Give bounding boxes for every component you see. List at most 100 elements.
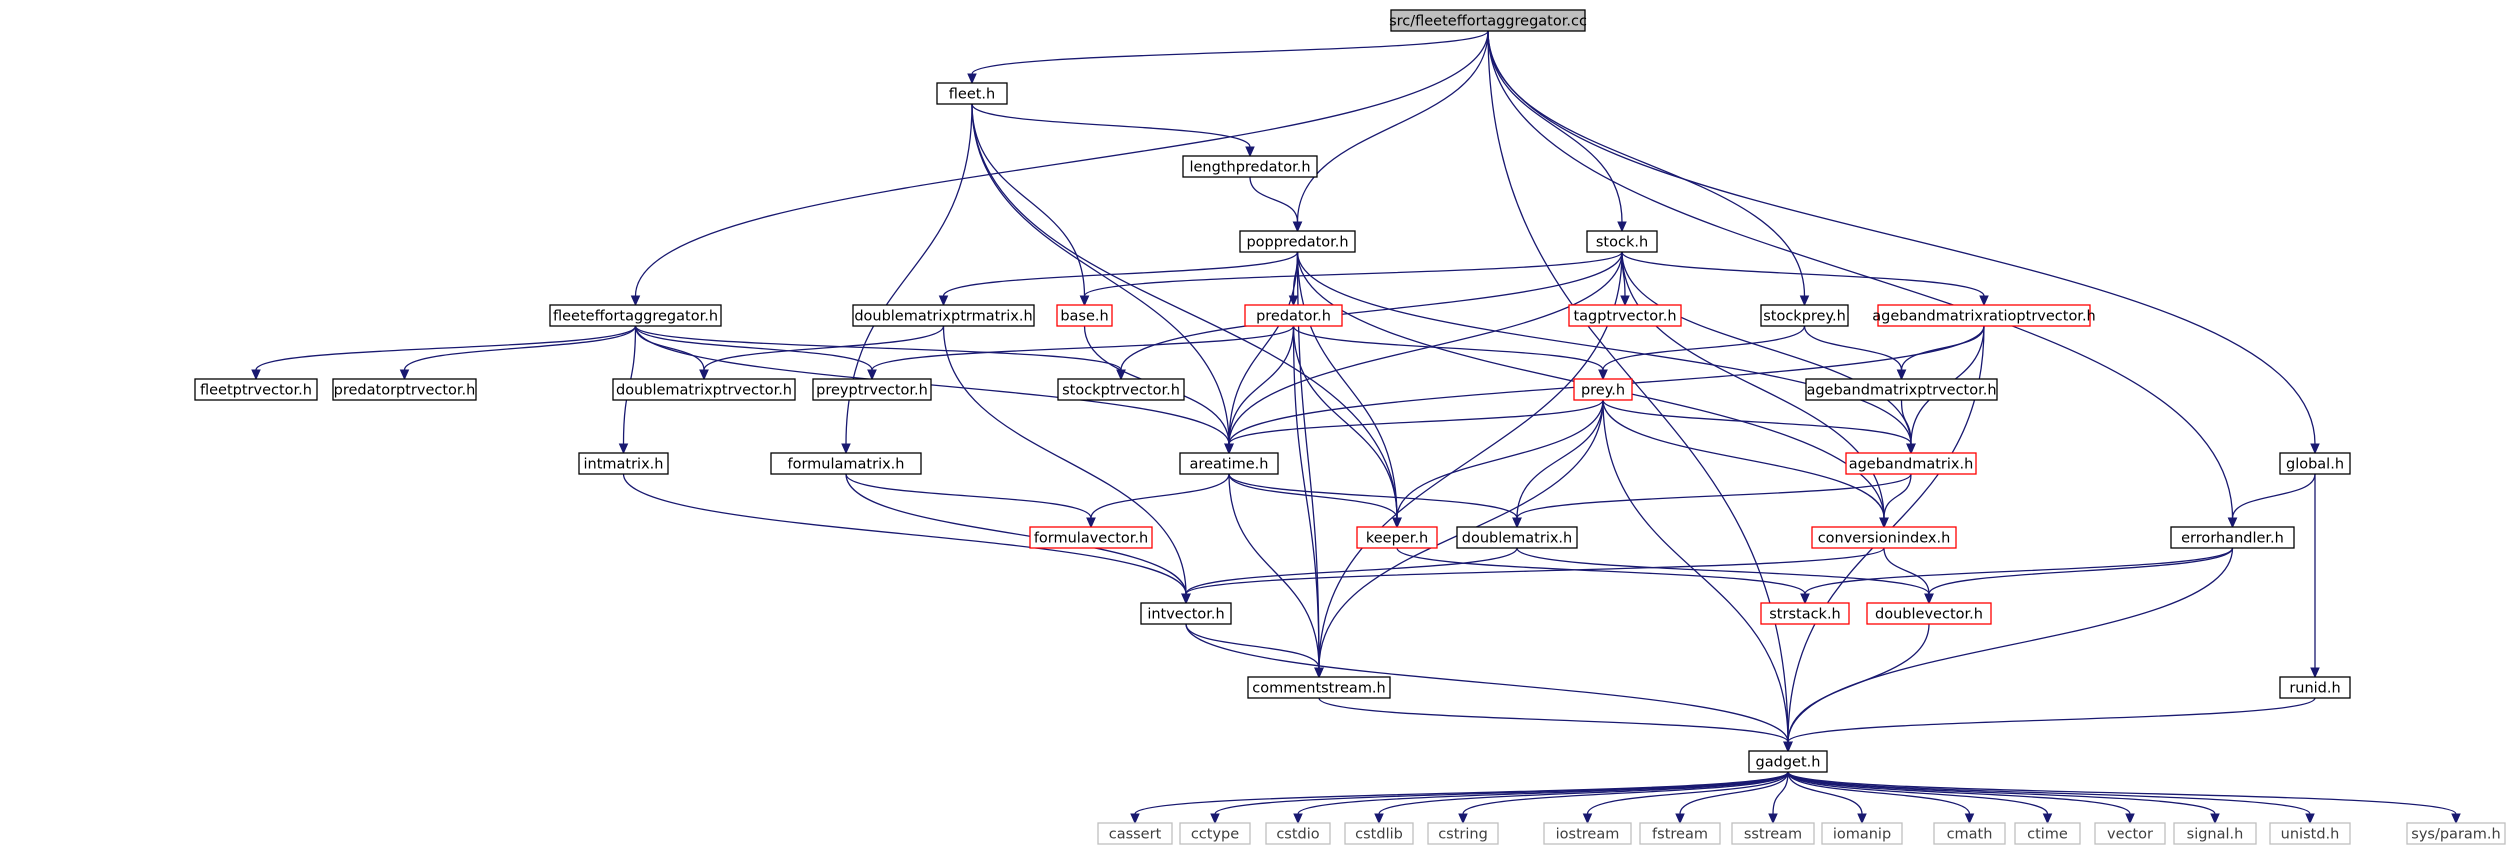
edge-lengthpredator-to-poppredator [1249, 176, 1303, 233]
node-stockptrvector[interactable]: stockptrvector.h [1057, 378, 1185, 401]
node-tagptrvector[interactable]: tagptrvector.h [1568, 304, 1682, 327]
edge-poppredator-to-predator [1288, 251, 1299, 307]
node-strstack[interactable]: strstack.h [1760, 602, 1850, 625]
node-intmatrix[interactable]: intmatrix.h [578, 452, 669, 475]
node-cmath[interactable]: cmath [1933, 822, 2006, 845]
node-lengthpredator[interactable]: lengthpredator.h [1182, 155, 1318, 178]
node-sysparam[interactable]: sys/param.h [2406, 822, 2506, 845]
edge-predator-to-prey [1292, 325, 1608, 381]
node-cstdio[interactable]: cstdio [1265, 822, 1331, 845]
node-label: commentstream.h [1252, 681, 1386, 697]
edge-gadget-to-iomanip [1787, 771, 1867, 825]
node-predatorptrvector[interactable]: predatorptrvector.h [332, 378, 477, 401]
node-cctype[interactable]: cctype [1179, 822, 1251, 845]
node-label: agebandmatrix.h [1849, 457, 1974, 473]
node-doublematrixptrvector[interactable]: doublematrixptrvector.h [612, 378, 796, 401]
node-unistd[interactable]: unistd.h [2269, 822, 2351, 845]
node-label: global.h [2286, 457, 2344, 473]
node-base[interactable]: base.h [1056, 304, 1113, 327]
edge-doublematrixptrmatrix-to-doublematrixptrvector [699, 325, 945, 381]
node-formulamatrix[interactable]: formulamatrix.h [770, 452, 922, 475]
edge-prey-to-doublematrix [1512, 399, 1604, 529]
edge-errorhandler-to-strstack [1800, 547, 2234, 605]
node-label: base.h [1060, 309, 1108, 325]
node-agebandmatrixptrvector[interactable]: agebandmatrixptrvector.h [1805, 378, 1998, 401]
node-label: doublematrixptrvector.h [616, 383, 792, 399]
node-poppredator[interactable]: poppredator.h [1239, 230, 1356, 253]
node-agebandmatrix[interactable]: agebandmatrix.h [1845, 452, 1977, 475]
node-formulavector[interactable]: formulavector.h [1029, 526, 1153, 549]
node-fleet[interactable]: fleet.h [936, 82, 1008, 105]
edge-areatime-to-doublematrix [1228, 473, 1522, 529]
node-areatime[interactable]: areatime.h [1179, 452, 1279, 475]
node-gadget[interactable]: gadget.h [1748, 750, 1828, 773]
node-doublematrix[interactable]: doublematrix.h [1456, 526, 1578, 549]
node-label: cassert [1109, 827, 1162, 843]
node-commentstream[interactable]: commentstream.h [1247, 676, 1391, 699]
node-ctime[interactable]: ctime [2014, 822, 2081, 845]
node-label: cmath [1947, 827, 1993, 843]
node-sstream[interactable]: sstream [1731, 822, 1815, 845]
edge-fleeteffortaggregator-to-doublematrixptrvector [634, 325, 709, 381]
node-label: runid.h [2289, 681, 2340, 697]
node-label: formulamatrix.h [788, 457, 905, 473]
edge-runid-to-gadget [1783, 697, 2316, 753]
node-signal[interactable]: signal.h [2173, 822, 2257, 845]
node-stock[interactable]: stock.h [1586, 230, 1658, 253]
edge-global-to-runid [2310, 474, 2320, 679]
edge-areatime-to-keeper [1228, 473, 1402, 529]
node-fleeteffortaggregator[interactable]: fleeteffortaggregator.h [549, 304, 722, 327]
node-iomanip[interactable]: iomanip [1821, 822, 1903, 845]
edge-doublematrix-to-doublevector [1516, 547, 1934, 605]
node-global[interactable]: global.h [2279, 452, 2351, 475]
edge-root-to-fleeteffortaggregator [630, 30, 1489, 307]
node-prey[interactable]: prey.h [1573, 378, 1633, 401]
node-intvector[interactable]: intvector.h [1140, 602, 1232, 625]
node-cassert[interactable]: cassert [1097, 822, 1173, 845]
node-label: doublevector.h [1875, 607, 1983, 623]
edge-prey-to-areatime [1224, 399, 1604, 455]
node-label: fstream [1652, 827, 1708, 843]
node-runid[interactable]: runid.h [2279, 676, 2351, 699]
edge-formulamatrix-to-formulavector [845, 473, 1096, 529]
edge-fleeteffortaggregator-to-predatorptrvector [399, 325, 637, 381]
node-label: iomanip [1833, 827, 1891, 843]
node-root[interactable]: src/fleeteffortaggregator.cc [1389, 9, 1587, 32]
node-label: poppredator.h [1246, 235, 1348, 251]
node-doublematrixptrmatrix[interactable]: doublematrixptrmatrix.h [852, 304, 1035, 327]
node-label: cstdio [1276, 827, 1319, 843]
edge-stock-to-base [1079, 251, 1623, 307]
node-iostream[interactable]: iostream [1543, 822, 1632, 845]
node-errorhandler[interactable]: errorhandler.h [2170, 526, 2295, 549]
nodes-layer: src/fleeteffortaggregator.cc fleet.h lengt… [194, 9, 2506, 845]
node-preyptrvector[interactable]: preyptrvector.h [812, 378, 932, 401]
node-predator[interactable]: predator.h [1244, 304, 1343, 327]
node-cstring[interactable]: cstring [1427, 822, 1499, 845]
node-fstream[interactable]: fstream [1639, 822, 1721, 845]
node-stockprey[interactable]: stockprey.h [1760, 304, 1849, 327]
node-label: doublematrixptrmatrix.h [854, 309, 1032, 325]
node-fleetptrvector[interactable]: fleetptrvector.h [194, 378, 318, 401]
node-conversionindex[interactable]: conversionindex.h [1811, 526, 1957, 549]
edge-gadget-to-sstream [1768, 771, 1789, 825]
node-label: sstream [1744, 827, 1802, 843]
edge-doublematrix-to-intvector [1181, 547, 1518, 605]
node-label: doublematrix.h [1462, 531, 1573, 547]
edge-root-to-stockprey [1487, 30, 1810, 307]
node-label: lengthpredator.h [1189, 160, 1310, 176]
node-label: gadget.h [1756, 755, 1821, 771]
edge-root-to-global [1487, 30, 2320, 455]
edges-layer [251, 30, 2461, 825]
edge-errorhandler-to-doublevector [1924, 547, 2234, 605]
node-doublevector[interactable]: doublevector.h [1866, 602, 1992, 625]
node-label: predator.h [1256, 309, 1331, 325]
node-label: ctime [2027, 827, 2068, 843]
node-label: agebandmatrixptrvector.h [1806, 383, 1996, 399]
edge-stockprey-to-prey [1598, 325, 1806, 381]
node-vector[interactable]: vector [2094, 822, 2166, 845]
node-agebandmatrixratioptrvector[interactable]: agebandmatrixratioptrvector.h [1872, 304, 2096, 327]
node-cstdlib[interactable]: cstdlib [1344, 822, 1414, 845]
node-keeper[interactable]: keeper.h [1356, 526, 1438, 549]
edge-stockprey-to-agebandmatrixptrvector [1803, 325, 1907, 381]
